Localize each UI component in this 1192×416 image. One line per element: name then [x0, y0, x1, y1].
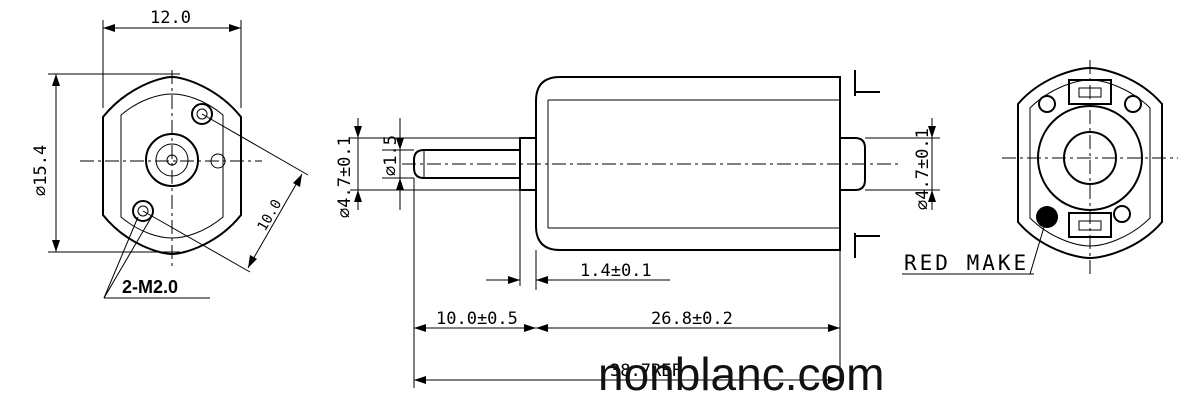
side-view: ∅4.7±0.1 ∅1.5 ∅4.7±0.1 1.4±0.1 10.0±0.5 … [335, 70, 940, 388]
rear-boss-diameter-label: ∅4.7±0.1 [913, 128, 933, 210]
rear-boss-outer [1037, 105, 1143, 211]
rear-view: RED MAKE [902, 60, 1178, 276]
holes-label: 2-M2.0 [122, 277, 178, 297]
overall-length-label: 38.7REF [610, 361, 682, 381]
rear-terminal-bottom [1068, 212, 1112, 238]
front-boss [145, 133, 199, 187]
front-view-outline [102, 75, 242, 256]
watermark: nonblanc.com [598, 348, 884, 400]
mounting-hole-bottom [132, 200, 154, 222]
rear-terminal-top [1068, 79, 1112, 105]
front-width-label: 12.0 [150, 8, 191, 28]
shaft-length-label: 10.0±0.5 [436, 309, 518, 329]
rear-view-outline [1017, 66, 1163, 260]
hole-spacing-label: 10.0 [255, 197, 286, 234]
mounting-hole-top [191, 103, 213, 125]
body-length-label: 26.8±0.2 [651, 309, 733, 329]
front-diameter-label: ∅15.4 [31, 145, 51, 196]
motor-body [535, 76, 841, 251]
red-mark-label: RED MAKE [904, 251, 1029, 275]
front-view: 12.0 ∅15.4 10.0 2-M2.0 [31, 8, 309, 299]
rear-boss-inner [1063, 131, 1117, 185]
shaft-diameter-label: ∅1.5 [381, 135, 401, 176]
shaft-end-diameter-label: ∅4.7±0.1 [335, 136, 355, 218]
vent-hole [210, 153, 226, 169]
front-view-inner-outline [120, 93, 224, 239]
boss-length-label: 1.4±0.1 [580, 261, 652, 281]
